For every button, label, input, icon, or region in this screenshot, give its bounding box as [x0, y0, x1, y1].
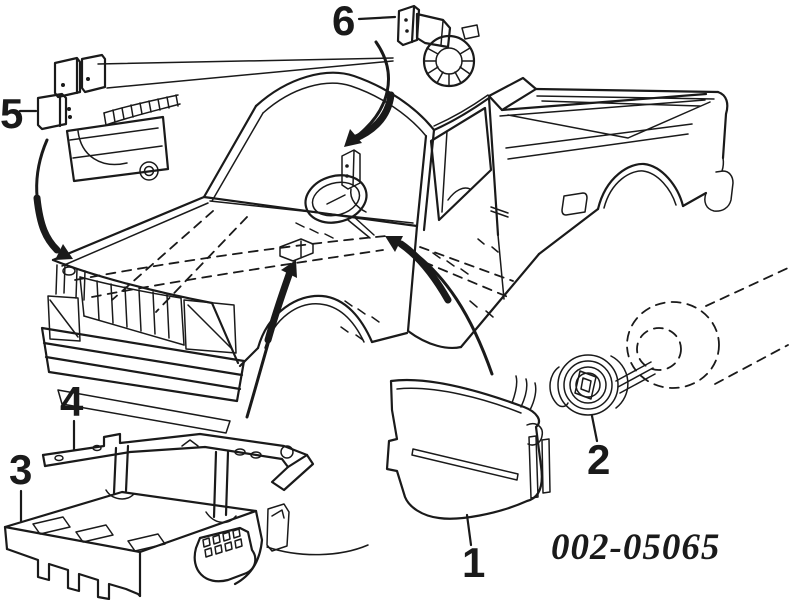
- hidden-wiring-dashed-lines: [74, 210, 514, 341]
- bracket-leg: [112, 444, 130, 495]
- arrowhead: [385, 236, 403, 252]
- airbag-module: [385, 375, 551, 520]
- clockspring-coil: [549, 354, 656, 416]
- motion-lines: [511, 375, 537, 411]
- arrowhead: [281, 260, 297, 278]
- callout-6: 6: [332, 0, 355, 44]
- callout-2: 2: [587, 436, 610, 483]
- wire-loop: [422, 34, 476, 88]
- rear-bumper: [704, 157, 734, 212]
- leader-wedge-lines: [97, 57, 394, 89]
- mounting-bracket: [41, 432, 315, 524]
- truck-bed: [487, 76, 734, 256]
- door-edge: [406, 224, 419, 333]
- callout-1: 1: [462, 539, 485, 586]
- dash-module-location-box: [279, 238, 314, 262]
- fuel-door: [561, 192, 588, 216]
- cab-sensor-assembly: [396, 4, 480, 88]
- callout-4: 4: [60, 378, 84, 425]
- steering-column-tube: [626, 267, 789, 389]
- diagnostic-module: [3, 490, 369, 600]
- leader-lines: [18, 15, 599, 547]
- callout-labels: 1 2 3 4 5 6: [0, 0, 610, 586]
- door-window: [429, 106, 493, 222]
- cab-sensor-location-box: [341, 149, 367, 213]
- sensor-bracket: [65, 115, 170, 183]
- steering-shaft: [615, 361, 656, 394]
- roof: [254, 71, 436, 132]
- corrugated-hose: [103, 94, 181, 126]
- headlight-left: [47, 295, 81, 342]
- door-handle: [490, 206, 509, 218]
- truck-body-outline: [40, 71, 734, 434]
- front-sensor-assembly: [36, 53, 394, 183]
- arrowhead: [55, 244, 73, 260]
- module-connector: [193, 526, 257, 583]
- rear-wheel-arch: [596, 162, 685, 211]
- radiator-support: [55, 263, 86, 301]
- headlight-right: [183, 299, 237, 354]
- module-clip: [266, 503, 369, 556]
- arrowhead: [344, 129, 362, 147]
- callout-3: 3: [9, 446, 32, 493]
- sensor-body: [36, 92, 68, 131]
- front-bumper: [40, 326, 246, 434]
- pointer-arrows: [33, 40, 494, 419]
- callout-5: 5: [0, 90, 23, 137]
- grille: [79, 276, 185, 346]
- steering-wheel: [304, 174, 375, 239]
- figure-code: 002-05065: [551, 527, 720, 568]
